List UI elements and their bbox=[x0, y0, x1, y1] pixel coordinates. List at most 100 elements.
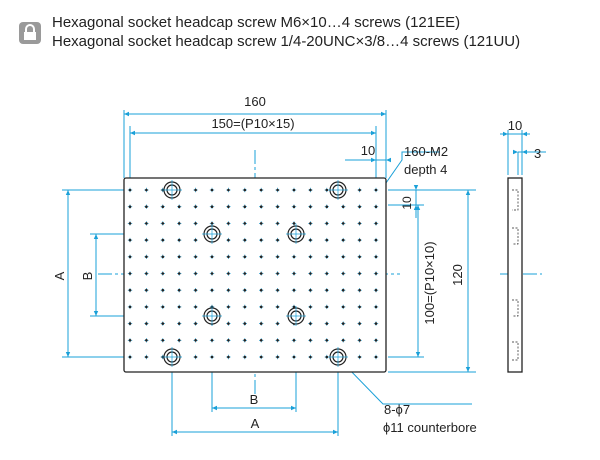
dimension-arrow bbox=[513, 149, 518, 155]
tapped-hole bbox=[259, 321, 264, 326]
tapped-hole bbox=[226, 304, 231, 310]
tapped-hole bbox=[193, 271, 198, 276]
tapped-hole bbox=[127, 254, 133, 259]
tapped-hole bbox=[259, 221, 264, 226]
tapped-hole bbox=[226, 204, 231, 209]
side-thickness-label: 10 bbox=[508, 118, 522, 133]
tapped-hole bbox=[177, 254, 182, 259]
tapped-hole bbox=[373, 271, 379, 276]
tapped-hole bbox=[127, 204, 133, 209]
dimension-arrow bbox=[371, 157, 376, 163]
header: Hexagonal socket headcap screw M6×10…4 s… bbox=[10, 12, 590, 56]
tapped-hole bbox=[209, 354, 215, 360]
counterbore-hole bbox=[286, 306, 306, 326]
tapped-hole bbox=[242, 288, 247, 293]
tapped-hole bbox=[226, 338, 231, 343]
tapped-hole bbox=[193, 304, 198, 310]
plate-outline bbox=[123, 177, 387, 373]
tapped-hole bbox=[275, 321, 280, 326]
tapped-hole bbox=[275, 254, 280, 259]
tapped-hole bbox=[291, 354, 297, 360]
tapped-hole bbox=[275, 338, 280, 343]
tapped-hole bbox=[275, 204, 280, 209]
tapped-hole bbox=[341, 321, 346, 326]
tapped-hole bbox=[275, 304, 280, 310]
dimension-arrow bbox=[371, 130, 376, 136]
tapped-hole bbox=[357, 271, 362, 276]
tapped-hole bbox=[144, 271, 149, 276]
tapped-hole bbox=[357, 221, 362, 226]
tapped-hole bbox=[324, 254, 329, 259]
tapped-hole bbox=[341, 288, 346, 293]
tapped-hole bbox=[324, 304, 329, 310]
tapped-hole bbox=[127, 221, 133, 226]
tapped-hole bbox=[160, 271, 165, 276]
tapped-hole bbox=[226, 237, 231, 243]
dimension-arrow bbox=[413, 205, 419, 210]
tapped-hole bbox=[177, 338, 182, 343]
dim-overall-width: 160 bbox=[244, 94, 266, 109]
dim-overall-height: 120 bbox=[450, 264, 465, 286]
tapped-hole bbox=[341, 254, 346, 259]
tapped-hole bbox=[127, 187, 133, 193]
tapped-hole bbox=[160, 338, 165, 343]
tapped-hole bbox=[275, 187, 280, 193]
dimension-arrow bbox=[522, 131, 527, 137]
tapped-hole bbox=[275, 354, 280, 360]
tapped-hole bbox=[308, 321, 313, 326]
lock-icon bbox=[19, 22, 41, 44]
tapped-hole bbox=[259, 204, 264, 209]
tapped-hole bbox=[259, 338, 264, 343]
side-step-label: 3 bbox=[534, 146, 541, 161]
tapped-hole bbox=[242, 221, 247, 226]
dimension-arrow bbox=[386, 157, 391, 163]
tapped-hole bbox=[291, 338, 297, 343]
tapped-hole bbox=[259, 354, 264, 360]
tapped-hole bbox=[193, 254, 198, 259]
tapped-hole bbox=[341, 338, 346, 343]
tapped-hole bbox=[177, 204, 182, 209]
tapped-hole bbox=[193, 221, 198, 226]
tapped-hole bbox=[324, 204, 329, 209]
tapped-hole bbox=[209, 204, 215, 209]
tapped-hole bbox=[308, 221, 313, 226]
tapped-hole bbox=[357, 237, 362, 243]
tapped-hole bbox=[242, 271, 247, 276]
tapped-hole bbox=[226, 187, 231, 193]
dimension-arrow bbox=[212, 405, 217, 411]
tapped-hole bbox=[291, 271, 297, 276]
tapped-hole bbox=[127, 271, 133, 276]
tapped-hole bbox=[373, 304, 379, 310]
tapped-hole bbox=[291, 187, 297, 193]
tapped-hole bbox=[373, 338, 379, 343]
tapped-hole bbox=[242, 204, 247, 209]
tapped-hole bbox=[275, 271, 280, 276]
tapped-hole bbox=[308, 354, 313, 360]
tapped-hole bbox=[308, 254, 313, 259]
tapped-hole bbox=[242, 338, 247, 343]
tapped-hole bbox=[373, 288, 379, 293]
tapped-hole bbox=[193, 354, 198, 360]
tapped-hole bbox=[160, 288, 165, 293]
tapped-hole bbox=[209, 288, 215, 293]
tapped-hole bbox=[160, 304, 165, 310]
tapped-hole bbox=[242, 321, 247, 326]
dimension-arrow bbox=[291, 405, 296, 411]
dimension-arrow bbox=[130, 130, 135, 136]
counterbore-hole bbox=[162, 180, 182, 200]
dimension-arrow bbox=[413, 185, 419, 190]
tapped-hole bbox=[226, 254, 231, 259]
tapped-hole bbox=[308, 204, 313, 209]
tapped-hole bbox=[259, 254, 264, 259]
tapped-hole bbox=[193, 338, 198, 343]
dim-pitch-width: 150=(P10×15) bbox=[211, 116, 294, 131]
dimension-arrow bbox=[172, 429, 177, 435]
tapped-hole bbox=[144, 338, 149, 343]
tapped-hole bbox=[160, 221, 165, 226]
tapped-hole bbox=[177, 221, 182, 226]
tapped-hole bbox=[127, 304, 133, 310]
tapped-hole bbox=[324, 221, 329, 226]
tapped-hole bbox=[275, 221, 280, 226]
tapped-hole bbox=[226, 271, 231, 276]
tapped-hole bbox=[160, 254, 165, 259]
